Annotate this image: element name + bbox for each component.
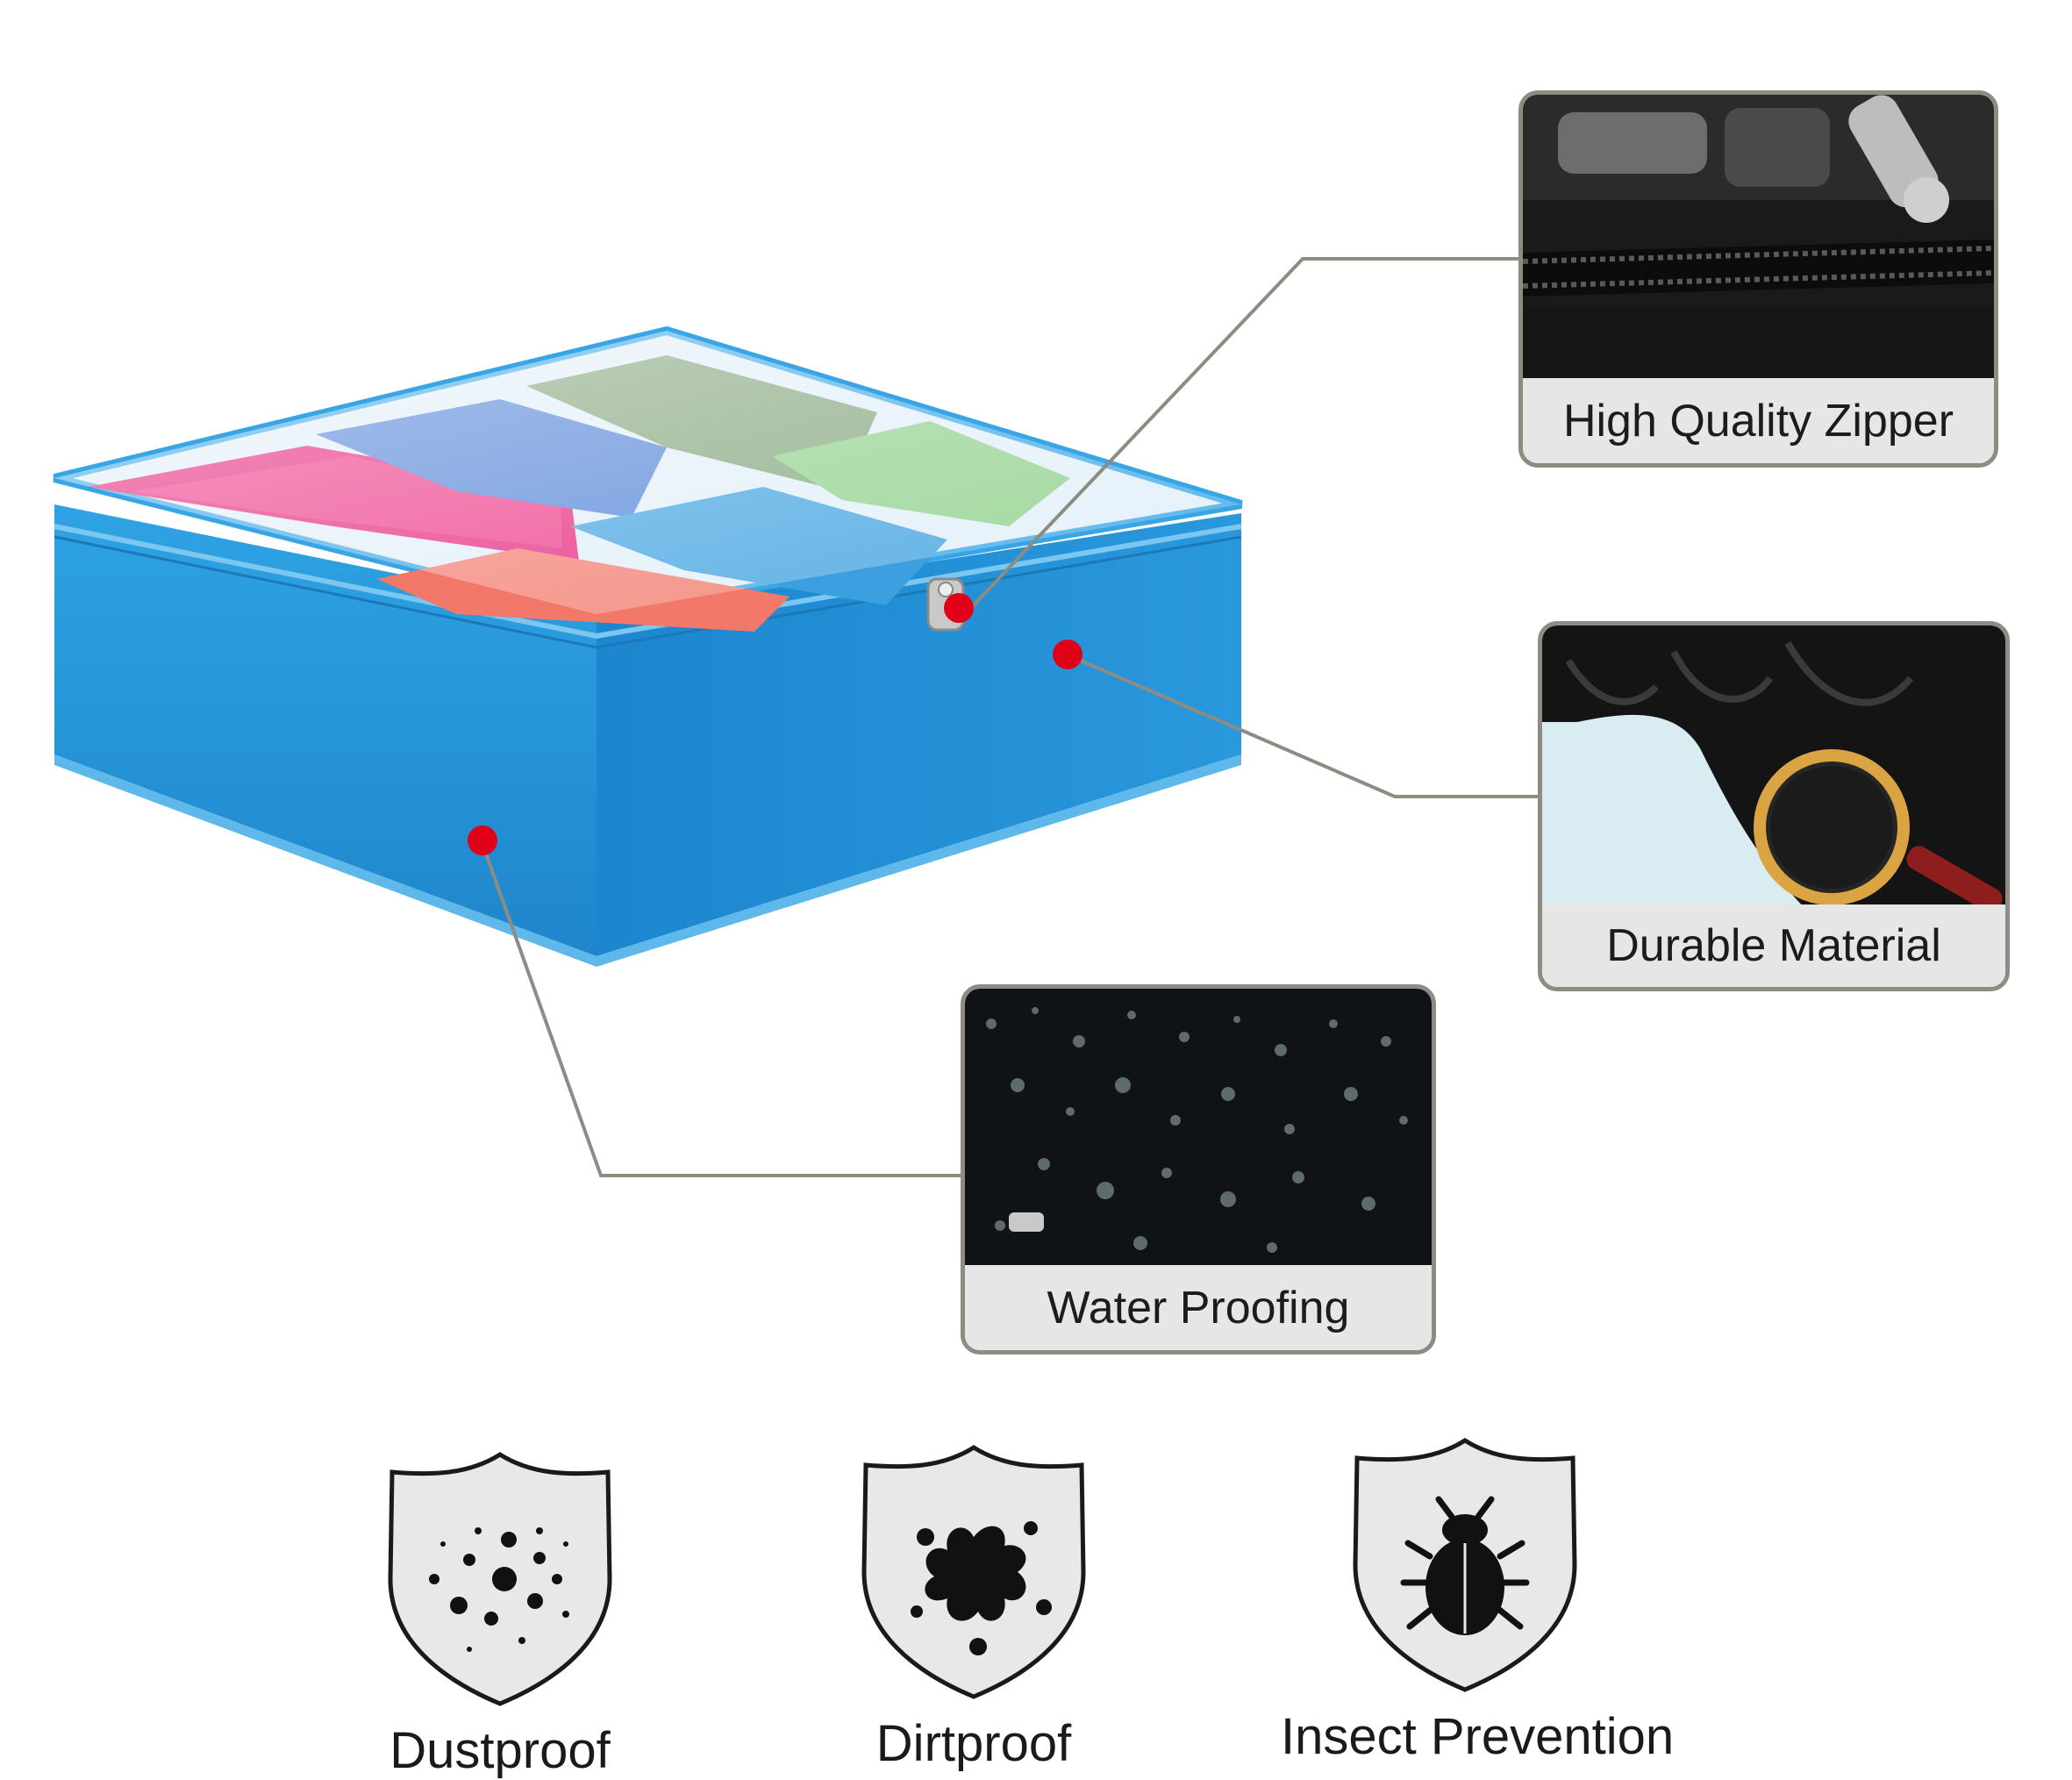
badge-label-dustproof: Dustproof <box>389 1722 611 1779</box>
badge-dirtproof: Dirtproof <box>816 1440 1132 1773</box>
callout-label-zipper: High Quality Zipper <box>1523 378 1994 463</box>
marker-zipper <box>944 593 974 623</box>
dust-shield-icon <box>388 1452 612 1706</box>
callout-label-water: Water Proofing <box>965 1265 1432 1350</box>
leader-line-water <box>481 843 961 1177</box>
badge-insect-prevention: Insect Prevention <box>1281 1433 1675 1766</box>
splash-shield-icon <box>861 1445 1086 1699</box>
zipper-closeup-photo <box>1523 95 1994 382</box>
callout-markers <box>468 593 1082 855</box>
storage-box <box>53 325 1243 967</box>
marker-water <box>468 826 497 855</box>
leader-line-material <box>1074 656 1538 798</box>
marker-material <box>1053 640 1082 669</box>
callout-card-material: Durable Material <box>1538 621 2010 991</box>
badge-label-insect-prevention: Insect Prevention <box>1281 1708 1675 1765</box>
fabric-magnifier-photo <box>1542 626 2005 909</box>
badge-dustproof: Dustproof <box>342 1448 658 1780</box>
leader-lines <box>481 257 1538 1177</box>
leader-line-zipper <box>963 257 1518 616</box>
bug-shield-icon <box>1353 1438 1577 1692</box>
callout-card-water: Water Proofing <box>961 984 1436 1355</box>
callout-label-material: Durable Material <box>1542 904 2005 987</box>
callout-card-zipper: High Quality Zipper <box>1518 90 1998 468</box>
badge-label-dirtproof: Dirtproof <box>875 1715 1072 1772</box>
water-droplets-photo <box>965 989 1432 1269</box>
